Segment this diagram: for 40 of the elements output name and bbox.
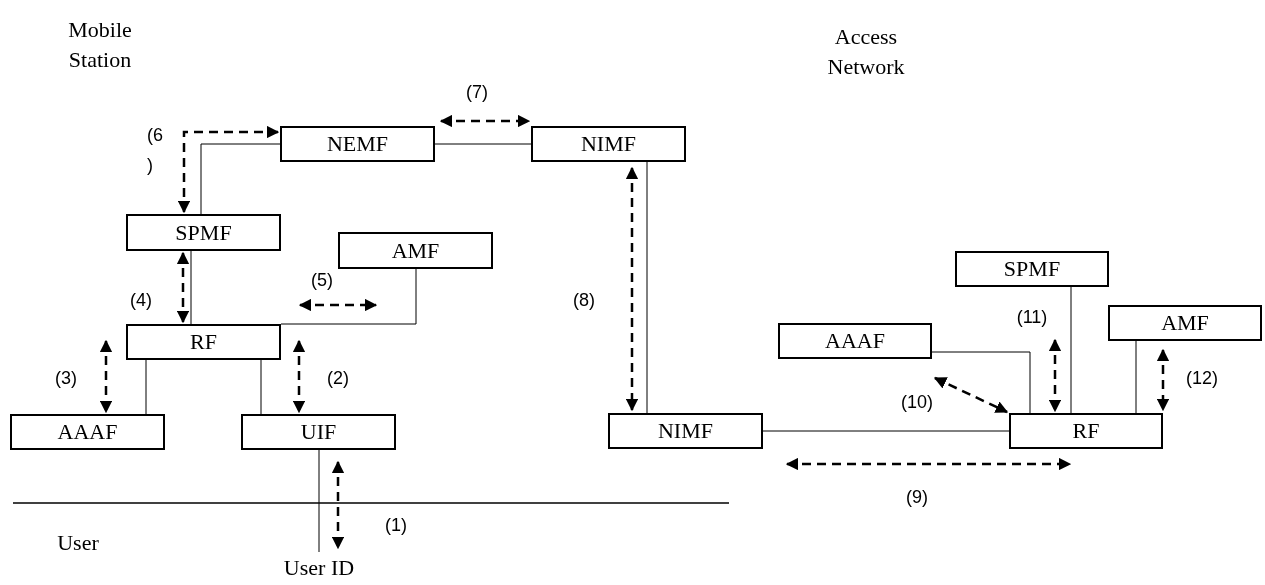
function-box: AAAF: [778, 323, 932, 359]
function-box: RF: [1009, 413, 1163, 449]
interface-arrow: [176, 251, 190, 324]
function-box: UIF: [241, 414, 396, 450]
connector-line: [646, 161, 648, 414]
connector-line: [931, 351, 1031, 414]
connector-line: [200, 143, 281, 215]
interface-arrow: [625, 166, 639, 412]
interface-arrow: [785, 457, 1072, 471]
function-box: SPMF: [955, 251, 1109, 287]
connector-line: [260, 359, 262, 415]
connector-line: [1070, 286, 1072, 414]
function-box: NEMF: [280, 126, 435, 162]
interface-arrow: [933, 376, 1009, 414]
interface-arrow: [1156, 348, 1170, 412]
area-label: Mobile Station: [67, 16, 133, 74]
interface-arrow: [99, 339, 113, 414]
function-box: NIMF: [608, 413, 763, 449]
area-label: User: [56, 529, 100, 557]
connector-line: [280, 268, 417, 325]
function-box: SPMF: [126, 214, 281, 251]
interface-arrow: [298, 298, 378, 312]
connector-line: [434, 143, 532, 145]
interface-arrow: [331, 460, 345, 550]
connector-line: [190, 250, 192, 325]
interface-arrow: [292, 339, 306, 414]
interface-arrow: [439, 114, 531, 128]
area-label: Access Network: [826, 23, 906, 81]
function-box: AAAF: [10, 414, 165, 450]
interface-arrow: [177, 125, 280, 214]
function-box: AMF: [338, 232, 493, 269]
function-box: RF: [126, 324, 281, 360]
interface-arrow: [1048, 338, 1062, 413]
connector-line: [762, 430, 1010, 432]
function-box: AMF: [1108, 305, 1262, 341]
connector-line: [318, 449, 320, 553]
function-box: NIMF: [531, 126, 686, 162]
connector-line: [1135, 340, 1137, 414]
connector-line: [145, 359, 147, 415]
node-text: User ID: [270, 552, 368, 584]
